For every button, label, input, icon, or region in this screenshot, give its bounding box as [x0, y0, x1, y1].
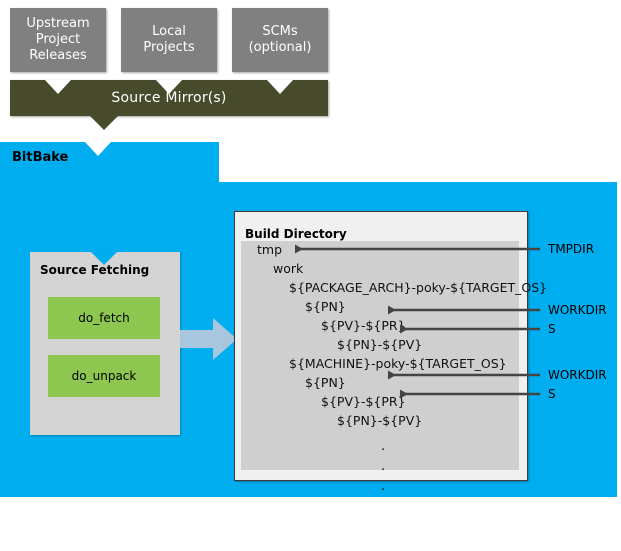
source-fetching-bottom-notch-icon — [91, 422, 117, 435]
task-label: do_unpack — [71, 369, 137, 383]
variable-label-tmpdir: TMPDIR — [548, 242, 595, 256]
tree-node: ${PV}-${PR} — [321, 318, 406, 333]
source-box-line: (optional) — [248, 40, 312, 55]
source-mirror-label: Source Mirror(s) — [111, 90, 227, 106]
source-box-local-projects: Local Projects — [121, 8, 217, 72]
variable-label-s: S — [548, 387, 556, 401]
tree-node: ${PN} — [305, 299, 346, 314]
tree-ellipsis-dot: . — [381, 479, 386, 494]
variable-label-workdir: WORKDIR — [548, 303, 607, 317]
source-box-line: Local — [152, 24, 186, 39]
directory-tree: tmp work ${PACKAGE_ARCH}-poky-${TARGET_OS}… — [241, 241, 547, 493]
bitbake-inflow-notch-icon — [85, 142, 111, 156]
source-box-line: Projects — [143, 40, 195, 55]
build-directory-title: Build Directory — [245, 227, 347, 241]
source-fetching-title: Source Fetching — [40, 263, 150, 277]
mirror-notch-icon — [156, 80, 182, 94]
mirror-notch-icon — [45, 80, 71, 94]
mirror-down-arrow-icon — [90, 116, 118, 130]
source-box-line: SCMs — [262, 24, 298, 39]
mirror-notch-icon — [267, 80, 293, 94]
bitbake-label: BitBake — [12, 150, 69, 165]
tree-node: ${PACKAGE_ARCH}-poky-${TARGET_OS} — [289, 280, 548, 295]
tree-node: work — [273, 261, 304, 276]
source-box-upstream-project-releases: Upstream Project Releases — [10, 8, 106, 72]
task-box-do-fetch[interactable]: do_fetch — [48, 297, 160, 339]
variable-label-s: S — [548, 322, 556, 336]
tree-ellipsis-dot: . — [381, 459, 386, 474]
source-box-line: Project — [35, 32, 81, 47]
source-box-line: Releases — [29, 48, 87, 63]
task-box-do-unpack[interactable]: do_unpack — [48, 355, 160, 397]
tree-node: ${MACHINE}-poky-${TARGET_OS} — [289, 356, 507, 371]
variable-label-workdir: WORKDIR — [548, 368, 607, 382]
tree-node: ${PN} — [305, 375, 346, 390]
flow-arrow-icon — [180, 318, 237, 360]
tree-node: tmp — [257, 242, 283, 257]
tree-ellipsis-dot: . — [381, 439, 386, 454]
source-box-line: Upstream — [26, 16, 90, 31]
tree-node: ${PV}-${PR} — [321, 394, 406, 409]
tree-node: ${PN}-${PV} — [337, 413, 423, 428]
task-label: do_fetch — [78, 311, 130, 325]
source-box-scms-optional: SCMs (optional) — [232, 8, 328, 72]
source-fetching-panel — [30, 252, 180, 435]
source-fetching-top-notch-icon — [91, 252, 117, 265]
tree-node: ${PN}-${PV} — [337, 337, 423, 352]
